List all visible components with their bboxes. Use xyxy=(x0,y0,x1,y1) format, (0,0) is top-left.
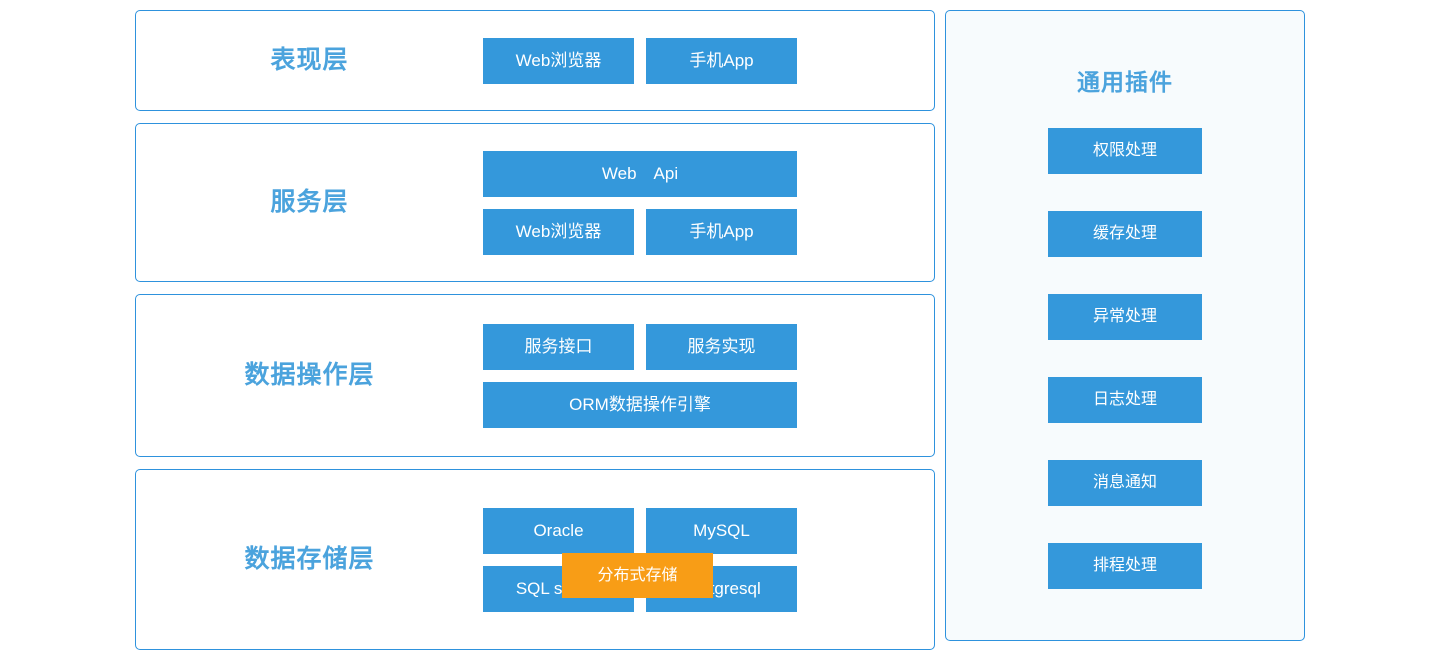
plugin-box-notification[interactable]: 消息通知 xyxy=(1048,460,1202,506)
layer-title-service: 服务层 xyxy=(270,187,349,216)
layer-panel-service: 服务层 Web Api Web浏览器 手机App xyxy=(135,123,935,282)
layer-panel-presentation: 表现层 Web浏览器 手机App xyxy=(135,10,935,111)
plugin-box-scheduling[interactable]: 排程处理 xyxy=(1048,543,1202,589)
plugin-box-exception[interactable]: 异常处理 xyxy=(1048,294,1202,340)
plugins-panel: 通用插件 权限处理 缓存处理 异常处理 日志处理 消息通知 排程处理 xyxy=(945,10,1305,641)
box-row: ORM数据操作引擎 xyxy=(483,381,797,428)
plugin-box-permission[interactable]: 权限处理 xyxy=(1048,128,1202,174)
box-row: Oracle MySQL xyxy=(483,507,797,554)
layer-boxes-data-storage: Oracle MySQL SQL server postgresql 分布式存储 xyxy=(483,507,934,612)
component-box-service-implementation[interactable]: 服务实现 xyxy=(646,323,797,370)
component-box-mysql[interactable]: MySQL xyxy=(646,507,797,554)
layer-stack: 表现层 Web浏览器 手机App 服务层 Web Api Web浏览器 手机Ap… xyxy=(135,10,935,650)
layer-title-data-operation: 数据操作层 xyxy=(244,360,375,389)
component-box-web-browser[interactable]: Web浏览器 xyxy=(483,208,634,255)
layer-title-data-storage: 数据存储层 xyxy=(244,544,375,573)
overlay-chip-distributed-storage[interactable]: 分布式存储 xyxy=(562,552,713,598)
component-box-mobile-app[interactable]: 手机App xyxy=(646,208,797,255)
component-box-orm-engine[interactable]: ORM数据操作引擎 xyxy=(483,381,797,428)
plugin-box-logging[interactable]: 日志处理 xyxy=(1048,377,1202,423)
box-row: Web浏览器 手机App xyxy=(483,37,797,84)
layer-boxes-service: Web Api Web浏览器 手机App xyxy=(483,150,934,255)
box-row: Web浏览器 手机App xyxy=(483,208,797,255)
layer-boxes-data-operation: 服务接口 服务实现 ORM数据操作引擎 xyxy=(483,323,934,428)
component-box-mobile-app[interactable]: 手机App xyxy=(646,37,797,84)
component-box-web-api[interactable]: Web Api xyxy=(483,150,797,197)
box-row: 服务接口 服务实现 xyxy=(483,323,797,370)
layer-panel-data-operation: 数据操作层 服务接口 服务实现 ORM数据操作引擎 xyxy=(135,294,935,457)
box-row: Web Api xyxy=(483,150,797,197)
component-box-oracle[interactable]: Oracle xyxy=(483,507,634,554)
component-box-web-browser[interactable]: Web浏览器 xyxy=(483,37,634,84)
plugin-list: 权限处理 缓存处理 异常处理 日志处理 消息通知 排程处理 xyxy=(1048,128,1202,589)
component-box-service-interface[interactable]: 服务接口 xyxy=(483,323,634,370)
plugins-panel-title: 通用插件 xyxy=(1077,69,1173,95)
plugin-box-cache[interactable]: 缓存处理 xyxy=(1048,211,1202,257)
layer-panel-data-storage: 数据存储层 Oracle MySQL SQL server postgresql… xyxy=(135,469,935,650)
layer-boxes-presentation: Web浏览器 手机App xyxy=(483,37,934,84)
layer-title-presentation: 表现层 xyxy=(270,45,349,74)
